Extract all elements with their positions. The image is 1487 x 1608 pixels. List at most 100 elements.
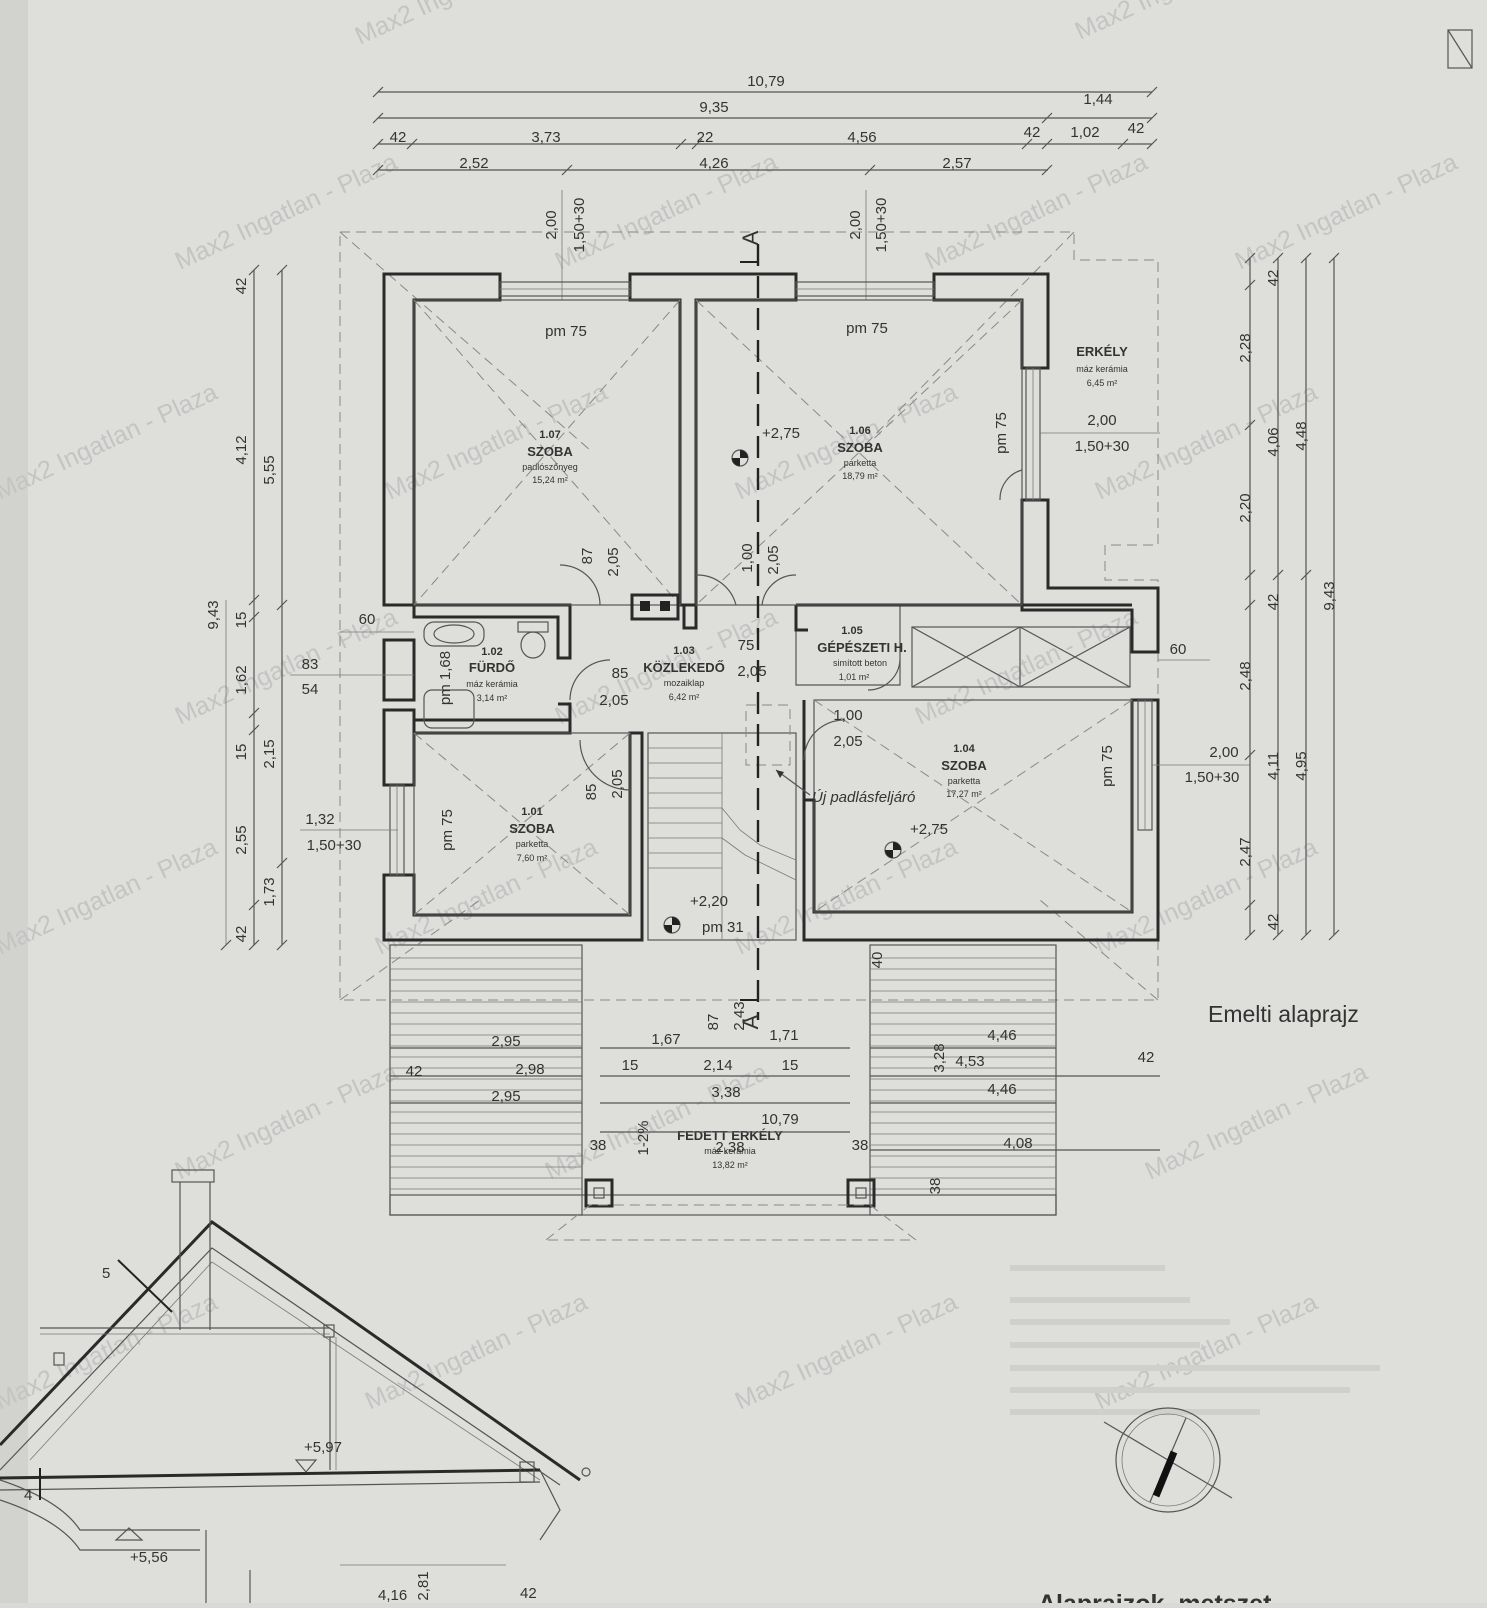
- dim: 2,43: [731, 1001, 748, 1030]
- attic-access-label: Új padlásfeljáró: [812, 789, 915, 806]
- dim: 15: [233, 612, 250, 629]
- dim: 42: [1265, 270, 1282, 287]
- door-dim: 2,05: [609, 769, 626, 798]
- dim: 15: [622, 1057, 639, 1074]
- dim: 4,11: [1265, 752, 1282, 780]
- dim: 42: [1024, 124, 1041, 141]
- section-drawing: 5 4 +5,97 +5,56 4,16 2,81 42: [0, 1169, 591, 1604]
- level-markers: +2,75 +2,75 +2,20 pm 31 Új padlásfeljáró: [663, 425, 948, 936]
- dim: 2,98: [515, 1061, 544, 1078]
- room-floor: padlószőnyeg: [522, 462, 578, 472]
- bathroom-fixtures: [423, 621, 549, 729]
- dim: 83: [302, 656, 319, 673]
- room-area: 17,27 m²: [946, 789, 982, 799]
- door-dim: 2,05: [765, 545, 782, 574]
- dim: 38: [927, 1178, 944, 1195]
- door-dim: 1,00: [833, 707, 862, 724]
- dim: 2,55: [233, 825, 250, 854]
- window-sill: 1,50+30: [1185, 769, 1240, 786]
- room-floor: simított beton: [833, 658, 887, 668]
- dim: 4,53: [955, 1053, 984, 1070]
- room-floor: parketta: [948, 776, 981, 786]
- door-dim: 85: [583, 784, 600, 801]
- window-height: 1,32: [305, 811, 334, 828]
- room-number: 1.05: [841, 625, 862, 637]
- room-number: 1.04: [953, 743, 975, 755]
- dim: 2,38: [715, 1139, 744, 1156]
- dim: 2,47: [1237, 837, 1254, 866]
- dim: 42: [1265, 594, 1282, 611]
- dim: 4,12: [233, 435, 250, 464]
- dim: 42: [233, 926, 250, 943]
- section-a-axis: A A: [738, 230, 763, 1029]
- door-dim: 1,00: [739, 543, 756, 572]
- room-number: 1.07: [539, 429, 560, 441]
- dim: 60: [359, 611, 376, 628]
- window-sill: 1,50+30: [873, 198, 890, 253]
- door-labels: 87 2,05 1,00 2,05 75 2,05 85 2,05 1,00 2…: [579, 543, 863, 800]
- level: +2,20: [690, 893, 728, 910]
- door-swings: [559, 469, 1023, 791]
- door-dim: 75: [738, 637, 755, 654]
- room-area: 7,60 m²: [517, 853, 548, 863]
- roof-outline: [339, 231, 1159, 1001]
- room-pm: pm 75: [846, 320, 888, 337]
- dim: 1,67: [651, 1031, 680, 1048]
- window-height: 2,00: [1087, 412, 1116, 429]
- window-height: 2,00: [543, 210, 560, 239]
- section-level: +5,56: [130, 1549, 168, 1566]
- room-floor: máz kerámia: [466, 679, 518, 689]
- corner-mark: [1447, 29, 1473, 69]
- stair-pm: pm 31: [702, 919, 744, 936]
- dim: 4,95: [1293, 751, 1310, 780]
- room-area: 15,24 m²: [532, 475, 568, 485]
- dim: 60: [1170, 641, 1187, 658]
- dim: 1,62: [233, 665, 250, 694]
- room-number: 1.01: [521, 806, 542, 818]
- dim: 2,15: [261, 739, 278, 768]
- dim: 42: [1128, 120, 1145, 137]
- dim: 2,95: [491, 1033, 520, 1050]
- dim: 38: [590, 1137, 607, 1154]
- section-dim: 4: [24, 1487, 32, 1504]
- level: +2,75: [762, 425, 800, 442]
- room-floor: máz kerámia: [704, 1146, 756, 1156]
- dim: 1,02: [1070, 124, 1099, 141]
- dim: 2,28: [1237, 333, 1254, 362]
- left-dimensions: 9,43 4,12 15 1,62 15 2,55 42 42 5,55 2,1…: [205, 264, 414, 951]
- dim: 4,56: [847, 129, 876, 146]
- door-dim: 2,05: [833, 733, 862, 750]
- dim: 2,52: [459, 155, 488, 172]
- section-dim: 4,16: [378, 1587, 407, 1603]
- dim: 9,35: [699, 99, 728, 116]
- room-outlines: [413, 299, 1133, 916]
- door-dim: 85: [612, 665, 629, 682]
- dim: 2,95: [491, 1088, 520, 1105]
- dim: 22: [697, 129, 714, 146]
- section-dim: 42: [520, 1585, 537, 1602]
- dim: 4,08: [1003, 1135, 1032, 1152]
- dim: 4,48: [1293, 421, 1310, 450]
- room-pm: pm 75: [993, 412, 1010, 454]
- room-floor: máz kerámia: [1076, 364, 1128, 374]
- room-pm: pm 1,68: [437, 651, 454, 705]
- room-area: 13,82 m²: [712, 1160, 748, 1170]
- room-pm: pm 75: [1099, 745, 1116, 787]
- dim: 87: [705, 1014, 722, 1031]
- section-marker-bottom: A: [738, 1014, 763, 1029]
- dim: 1,73: [261, 877, 278, 906]
- footer-title: Alaprajzok, metszet: [1038, 1590, 1272, 1603]
- window-labels-side: 2,00 1,50+30 2,00 1,50+30 1,32 1,50+30: [300, 412, 1250, 854]
- dim: 2,20: [1237, 493, 1254, 522]
- room-pm: pm 75: [545, 323, 587, 340]
- dim: 42: [1138, 1049, 1155, 1066]
- dim: 2,57: [942, 155, 971, 172]
- drawing-title: Emelti alaprajz: [1208, 1001, 1359, 1027]
- north-arrow-icon: [1103, 1407, 1233, 1513]
- dim: 3,38: [711, 1084, 740, 1101]
- room-name: SZOBA: [837, 440, 883, 455]
- room-name: KÖZLEKEDŐ: [643, 660, 725, 675]
- room-area: 6,42 m²: [669, 692, 700, 702]
- dim: 38: [852, 1137, 869, 1154]
